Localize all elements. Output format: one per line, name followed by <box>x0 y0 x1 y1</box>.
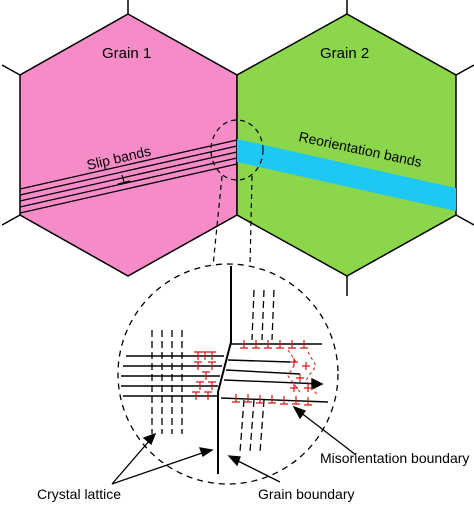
dislocation-symbol <box>117 174 131 185</box>
crystal-lattice-right <box>220 343 329 403</box>
slip-band-lines <box>19 139 238 214</box>
grain-boundary-label: Grain boundary <box>258 486 355 502</box>
dislocations <box>192 340 312 406</box>
neighbor-grain-edges <box>1 0 474 296</box>
magnifier-connectors <box>212 175 253 267</box>
grain2-label: Grain 2 <box>320 45 369 62</box>
grain2-hexagon <box>236 13 457 277</box>
crystal-lattice-label: Crystal lattice <box>37 486 121 502</box>
leader-lines <box>111 405 357 485</box>
grain1-label: Grain 1 <box>102 45 151 62</box>
rotation-arrow <box>311 377 324 391</box>
misorientation-boundary-label: Misorientation boundary <box>320 450 469 466</box>
reorientation-band <box>237 139 456 211</box>
crystal-lattice-left-dashed <box>151 330 183 434</box>
crystal-lattice-right-dashed <box>239 289 275 453</box>
magnifier-source-circle <box>210 119 264 181</box>
zoom-circle <box>117 263 339 485</box>
grain-boundary-line <box>217 266 232 474</box>
misorientation-boundary-line <box>287 349 319 397</box>
